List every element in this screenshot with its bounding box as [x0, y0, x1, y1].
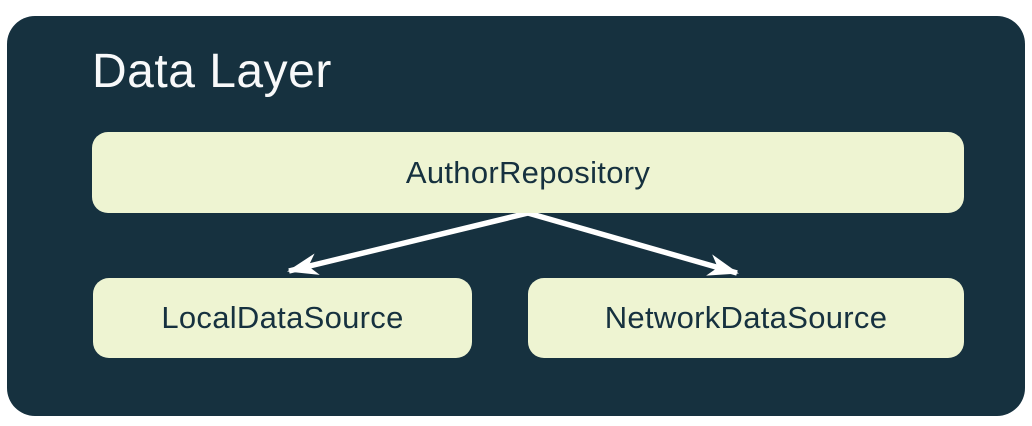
node-network-data-source-label: NetworkDataSource	[604, 300, 888, 335]
node-network-data-source: NetworkDataSource	[528, 278, 964, 358]
diagram-title: Data Layer	[92, 45, 332, 98]
arrow-repository-to-network	[527, 210, 739, 276]
arrow-repository-to-local	[287, 210, 529, 275]
data-layer-container: Data Layer AuthorRepository LocalDataSou…	[7, 16, 1025, 416]
node-author-repository: AuthorRepository	[92, 132, 964, 213]
node-author-repository-label: AuthorRepository	[405, 154, 651, 190]
node-local-data-source-label: LocalDataSource	[161, 300, 404, 335]
node-local-data-source: LocalDataSource	[93, 278, 472, 358]
